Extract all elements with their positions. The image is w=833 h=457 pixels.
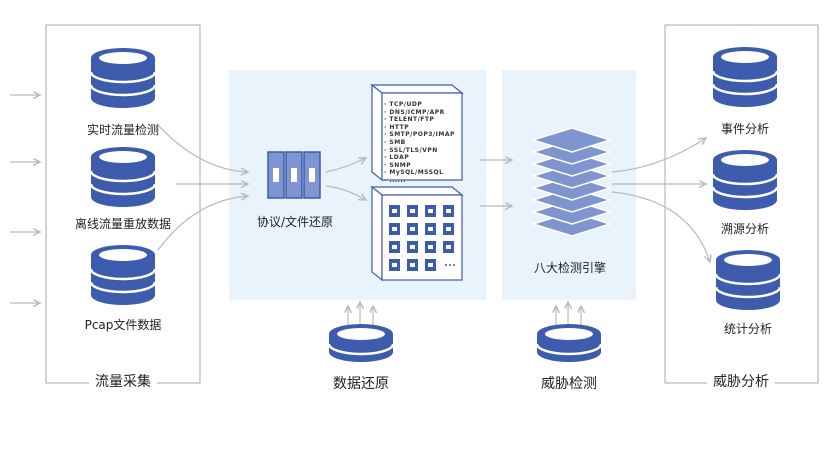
input-arrows: [10, 95, 710, 328]
protocol-item: MySQL/MSSQL: [384, 169, 455, 177]
word-icon: [389, 205, 400, 217]
protocol-item: LDAP: [384, 154, 455, 162]
document-icon: [425, 259, 436, 271]
protocol-list: TCP/UDPDNS/ICMP/APRTELENT/FTPHTTPSMTP/PO…: [384, 101, 455, 185]
protocol-item: TELENT/FTP: [384, 116, 455, 124]
video-file-icon: [425, 241, 436, 253]
engine-stack-icon: [530, 127, 613, 237]
excel-icon: [407, 205, 418, 217]
pdf-icon: [389, 223, 400, 235]
database-icon: [89, 145, 157, 209]
item-label: 统计分析: [723, 322, 773, 336]
item-label: 离线流量重放数据: [74, 217, 172, 231]
more-icon: [445, 264, 455, 266]
engine-layer: [530, 127, 613, 153]
video-file-icon: [407, 241, 418, 253]
item-label: 实时流量检测: [86, 123, 160, 137]
database-icon: [89, 46, 157, 110]
powerpoint-icon: [425, 205, 436, 217]
database-icon: [711, 148, 779, 212]
flash-icon: [407, 223, 418, 235]
image-file-icon: [425, 223, 436, 235]
html5-icon: [443, 241, 454, 253]
document-icon: [407, 259, 418, 271]
protocol-item: SNMP: [384, 162, 455, 170]
protocol-item: SMB: [384, 139, 455, 147]
database-icon: [711, 45, 779, 109]
database-icon: [714, 248, 782, 312]
database-icon: [89, 243, 157, 307]
ie-icon: [389, 259, 400, 271]
protocol-item: DNS/ICMP/APR: [384, 109, 455, 117]
server-icon: [267, 151, 321, 199]
protocol-item: SMTP/POP3/IMAP: [384, 131, 455, 139]
txt-icon: [443, 205, 454, 217]
image-file-icon: [443, 223, 454, 235]
protocol-item: ......: [384, 177, 455, 185]
item-label: 溯源分析: [720, 222, 770, 236]
analysis-title: 威胁分析: [707, 371, 775, 391]
database-icon: [535, 322, 603, 364]
item-label: Pcap文件数据: [84, 318, 162, 332]
item-label: 事件分析: [720, 122, 770, 136]
engine-label: 八大检测引擎: [533, 261, 607, 275]
collection-title: 流量采集: [89, 371, 157, 391]
video-file-icon: [389, 241, 400, 253]
database-icon: [327, 322, 395, 364]
protocol-item: TCP/UDP: [384, 101, 455, 109]
restore-label: 协议/文件还原: [256, 215, 334, 229]
threat-detect-label: 威胁检测: [541, 376, 597, 392]
protocol-item: SSL/TLS/VPN: [384, 147, 455, 155]
data-restore-label: 数据还原: [333, 376, 389, 392]
protocol-item: HTTP: [384, 124, 455, 132]
